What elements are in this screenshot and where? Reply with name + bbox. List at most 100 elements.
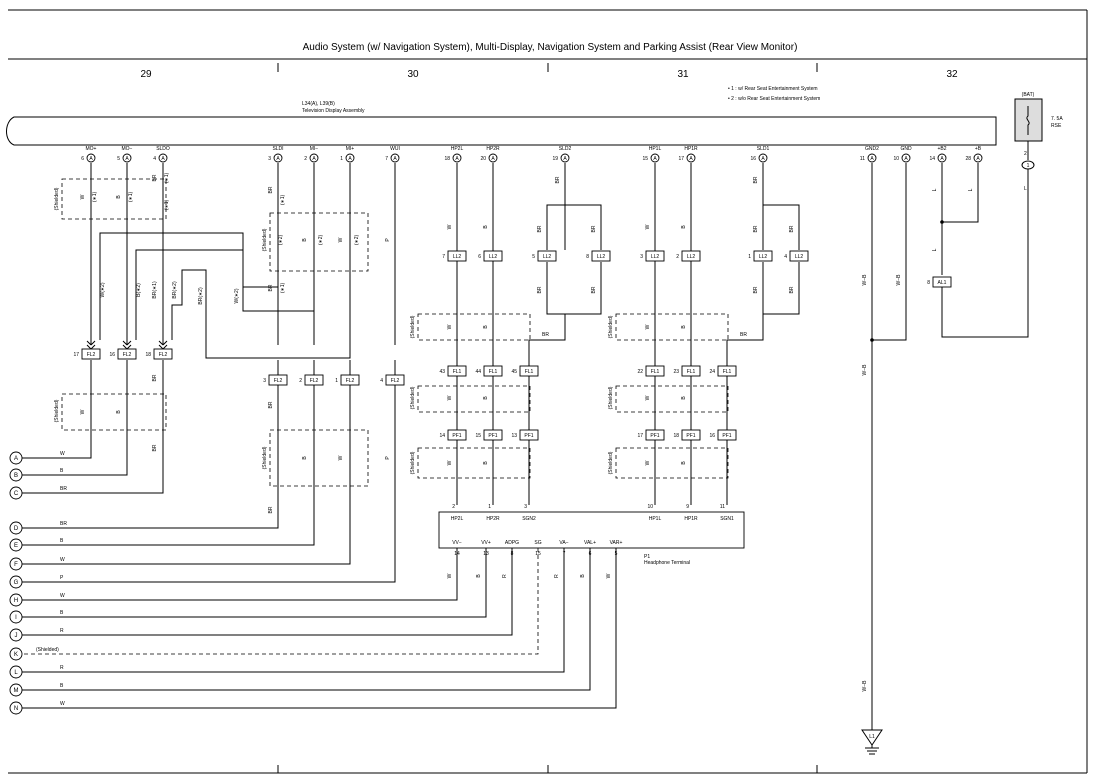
connector-box xyxy=(483,365,503,377)
left-connector-color: B xyxy=(60,683,64,689)
pin-letter: A xyxy=(976,156,980,162)
fuse-pin: 2 xyxy=(1024,151,1027,157)
connector-code: FL2 xyxy=(274,378,283,384)
left-connector-letter: G xyxy=(14,580,19,586)
hp-pin-number: 15 xyxy=(535,551,541,557)
left-connector-circle xyxy=(9,557,23,571)
pin-number: 4 xyxy=(153,156,156,162)
left-connector-color: B xyxy=(60,538,64,544)
wire-label: W−B xyxy=(862,364,868,376)
connector-box xyxy=(81,348,101,360)
connector-code: FL2 xyxy=(391,378,400,384)
wire-label: W xyxy=(447,460,453,465)
left-connector-circle xyxy=(9,468,23,482)
wire-label: W xyxy=(606,573,612,578)
left-connector-color: B xyxy=(60,610,64,616)
pin-circle xyxy=(86,153,96,163)
wire-label: BR xyxy=(542,332,549,338)
hp-pin-name: VAL+ xyxy=(584,540,596,546)
hp-pin-number: 10 xyxy=(647,504,653,510)
hp-pin-number: 11 xyxy=(720,504,725,510)
wire-label: P xyxy=(385,456,391,460)
wire-label: B(∗2) xyxy=(136,283,142,297)
wire-label: (∗2) xyxy=(278,235,284,246)
hp-pin-number: 7 xyxy=(563,551,566,557)
pin-name: WUI xyxy=(390,146,400,152)
pin-letter: A xyxy=(653,156,657,162)
wire-label: P xyxy=(385,238,391,242)
wire-label: BR xyxy=(555,176,561,183)
pin-circle xyxy=(452,153,462,163)
pin-circle xyxy=(158,153,168,163)
fuse-name: RSE xyxy=(1051,123,1062,129)
pin-number: 14 xyxy=(929,156,935,162)
wire-label: BR(∗2) xyxy=(198,287,204,305)
wire-label: BR xyxy=(537,286,543,293)
hp-pin-number: 14 xyxy=(454,551,460,557)
connector-pin: 24 xyxy=(709,369,715,375)
pin-letter: A xyxy=(455,156,459,162)
pin-name: GND2 xyxy=(865,146,879,152)
pin-name: HP2L xyxy=(451,146,464,152)
pin-name: SLD1 xyxy=(757,146,770,152)
hp-pin-name: HP2L xyxy=(451,516,464,522)
left-connector-color: W xyxy=(60,451,65,457)
left-connector-circle xyxy=(9,593,23,607)
wire-label: L xyxy=(932,248,938,251)
headphone-desc: Headphone Terminal xyxy=(644,560,690,566)
pin-name: SLDO xyxy=(156,146,170,152)
wire-label: B xyxy=(483,325,489,329)
pin-number: 3 xyxy=(268,156,271,162)
connector-pin: 22 xyxy=(637,369,643,375)
hp-pin-name: SGN1 xyxy=(720,516,734,522)
connector-pin: 2 xyxy=(299,378,302,384)
hp-pin-number: 8 xyxy=(511,551,514,557)
wire-label: (Shielded) xyxy=(262,228,268,251)
hp-pin-name: ADPG xyxy=(505,540,519,546)
pin-circle xyxy=(973,153,983,163)
connector-code: LL2 xyxy=(759,254,768,260)
pin-circle xyxy=(867,153,877,163)
section-number: 29 xyxy=(140,69,152,80)
wires-col32 xyxy=(861,163,979,755)
wire-label: (∗1) xyxy=(164,200,170,211)
pin-name: HP1L xyxy=(649,146,662,152)
wire-label: B xyxy=(483,461,489,465)
wire-label: W xyxy=(80,409,86,414)
wire-label: B xyxy=(681,396,687,400)
wire-label: (Shielded) xyxy=(410,451,416,474)
wire-label: BR xyxy=(152,374,158,381)
left-connector-letter: A xyxy=(14,456,18,462)
pin-number: 28 xyxy=(965,156,971,162)
wire-label: B xyxy=(681,461,687,465)
connector-pin: 45 xyxy=(511,369,517,375)
wire-label: W xyxy=(645,224,651,229)
pin-name: SLD2 xyxy=(559,146,572,152)
connector-code: FL2 xyxy=(123,352,132,358)
connector-code: LL2 xyxy=(597,254,606,260)
connector-code: FL2 xyxy=(159,352,168,358)
pin-number: 7 xyxy=(385,156,388,162)
connector-code: LL2 xyxy=(489,254,498,260)
pin-letter: A xyxy=(563,156,567,162)
diagram-title: Audio System (w/ Navigation System), Mul… xyxy=(303,42,798,53)
left-connector-color: B xyxy=(60,468,64,474)
hp-pin-number: 6 xyxy=(589,551,592,557)
hp-pin-number: 9 xyxy=(686,504,689,510)
connector-pin: 4 xyxy=(380,378,383,384)
wire-label: W−B xyxy=(862,274,868,286)
left-connector-color: R xyxy=(60,628,64,634)
fuse-bat: (BAT) xyxy=(1022,92,1035,98)
wire-label: BR(∗2) xyxy=(172,281,178,299)
connector-code: FL1 xyxy=(723,369,732,375)
wire-label: (∗1) xyxy=(164,173,170,184)
wire-label: BR xyxy=(789,225,795,232)
wire-label: (Shielded) xyxy=(410,386,416,409)
wire-label: BR xyxy=(152,174,158,181)
connector-pin: 16 xyxy=(709,433,715,439)
pin-letter: A xyxy=(276,156,280,162)
pin-number: 5 xyxy=(117,156,120,162)
connector-box xyxy=(447,250,467,262)
pin-circle xyxy=(488,153,498,163)
